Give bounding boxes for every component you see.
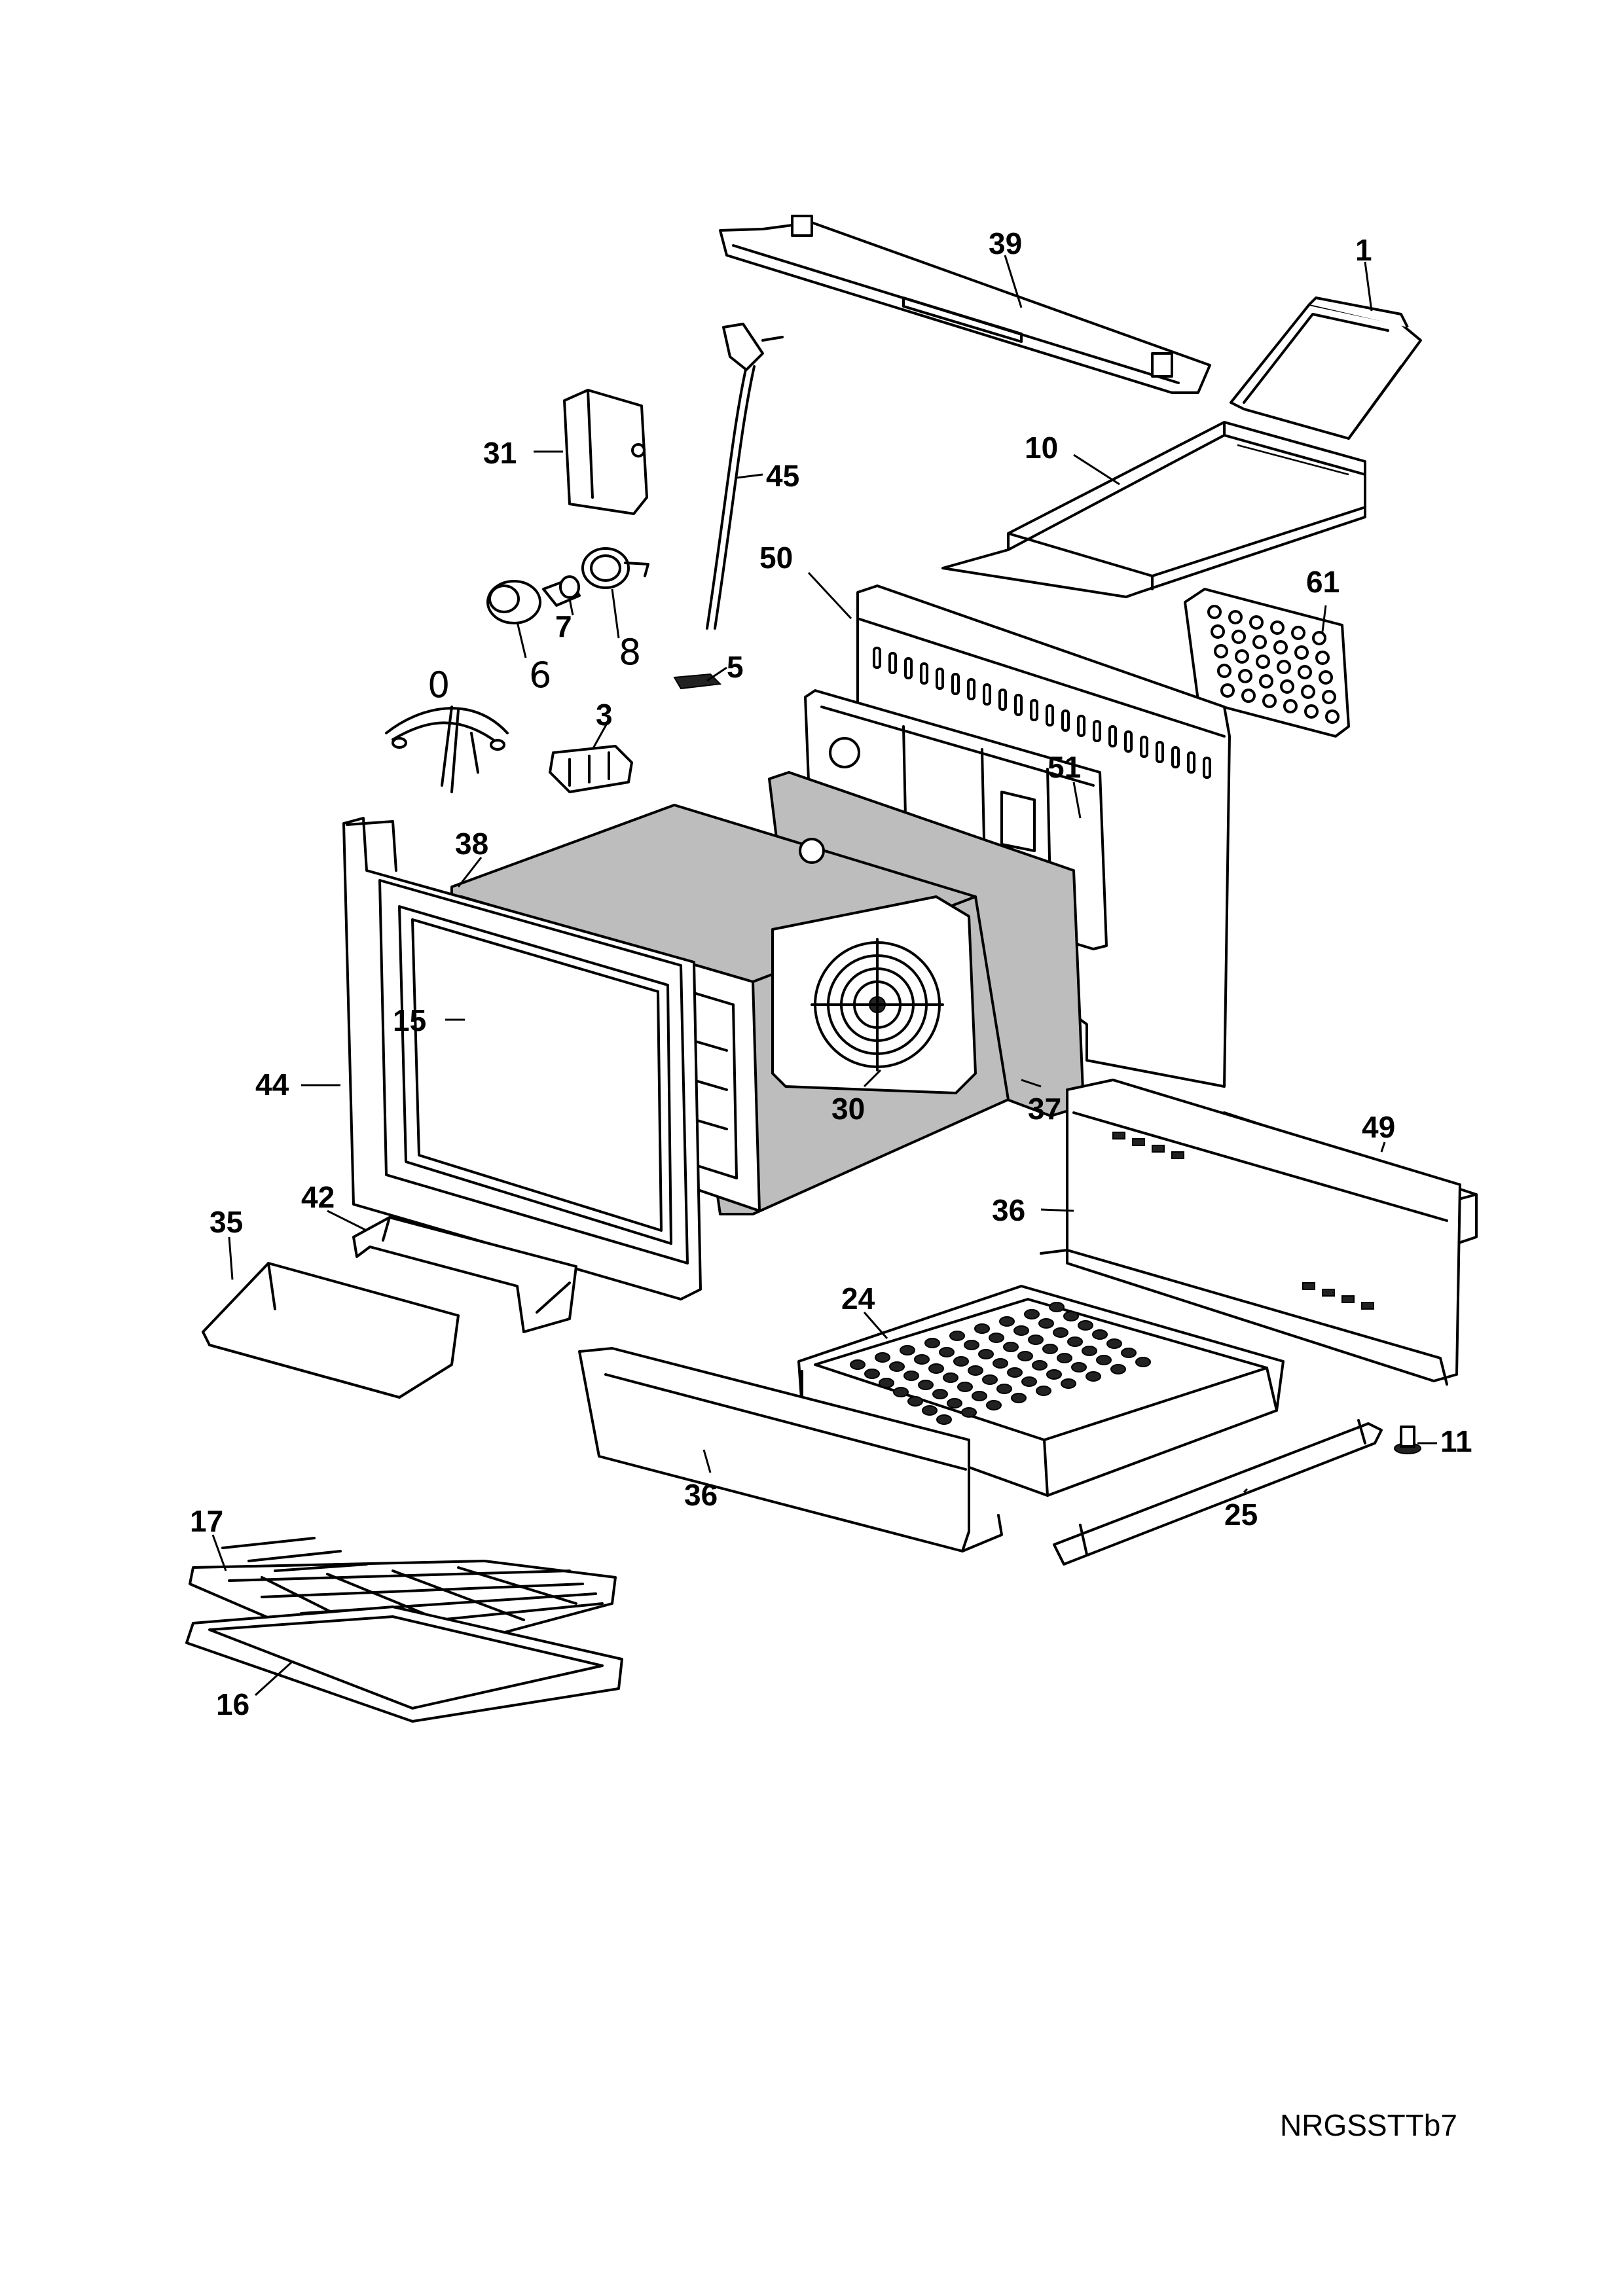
label-49: 49 [1362, 1110, 1395, 1144]
label-45: 45 [766, 459, 799, 493]
callout-labels: 39 1 31 45 10 50 61 7 6 8 5 0 3 51 38 15… [190, 226, 1472, 1721]
label-6: 6 [529, 655, 551, 696]
label-44: 44 [255, 1067, 289, 1102]
part-6-lamp-cover [486, 580, 541, 624]
label-8: 8 [619, 632, 641, 673]
part-36-right-rail [1040, 1079, 1461, 1386]
label-16: 16 [216, 1687, 249, 1721]
part-8-lamp-holder [581, 547, 649, 589]
label-15: 15 [393, 1003, 426, 1037]
label-35: 35 [210, 1205, 243, 1239]
part-42-support-bracket [352, 1216, 577, 1333]
part-11-foot [1394, 1426, 1421, 1454]
part-7-lamp-bulb [542, 575, 581, 607]
label-61: 61 [1306, 565, 1340, 599]
label-36-left: 36 [684, 1478, 718, 1512]
label-11: 11 [1440, 1424, 1472, 1458]
label-24: 24 [841, 1282, 875, 1316]
label-17: 17 [190, 1504, 223, 1538]
part-30-fan-motor [771, 895, 977, 1094]
label-3: 3 [596, 698, 613, 732]
label-10: 10 [1025, 431, 1058, 465]
part-3-terminal-block [549, 745, 633, 793]
part-61-perforated-plate [1184, 588, 1350, 738]
part-35-deflector-tray [202, 1262, 460, 1399]
part-1-bracket [1230, 296, 1422, 440]
part-10-duct [941, 421, 1366, 598]
label-51: 51 [1048, 750, 1081, 784]
label-39: 39 [989, 226, 1022, 260]
label-30: 30 [831, 1092, 865, 1126]
label-5: 5 [727, 650, 744, 684]
label-25: 25 [1224, 1498, 1258, 1532]
drawing-code: NRGSSTTb7 [1280, 2108, 1457, 2142]
label-50: 50 [759, 541, 793, 575]
part-0-wiring [385, 706, 509, 793]
part-36-left-rail [578, 1347, 1003, 1552]
label-31: 31 [483, 436, 517, 470]
part-45-power-cable [706, 323, 784, 630]
label-37: 37 [1028, 1092, 1061, 1126]
part-15-door-seal [411, 918, 663, 1232]
part-16-baking-tray [185, 1605, 623, 1723]
leader-lines [211, 255, 1437, 1696]
part-5-connector [673, 673, 722, 690]
label-0: 0 [428, 664, 450, 706]
part-39-top-rail [719, 215, 1211, 394]
part-25-strip [1053, 1419, 1383, 1566]
label-42: 42 [301, 1180, 335, 1214]
part-31-cover [563, 389, 648, 515]
label-38: 38 [455, 827, 488, 861]
label-7: 7 [555, 609, 572, 643]
label-36-right: 36 [992, 1193, 1025, 1227]
label-1: 1 [1355, 233, 1372, 267]
